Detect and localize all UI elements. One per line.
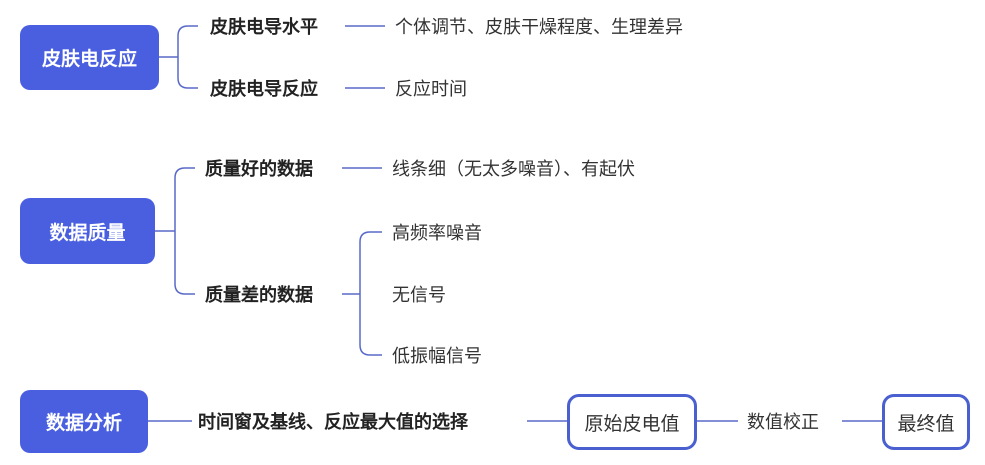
root-node-data-quality[interactable]: 数据质量 — [20, 198, 155, 264]
root-node-skin-response[interactable]: 皮肤电反应 — [20, 25, 159, 90]
leaf-response-time[interactable]: 反应时间 — [395, 79, 467, 100]
leaf-low-amplitude-signal[interactable]: 低振幅信号 — [392, 346, 482, 367]
node-raw-eda-value[interactable]: 原始皮电值 — [567, 394, 697, 450]
node-good-data[interactable]: 质量好的数据 — [205, 159, 313, 180]
root-node-data-analysis[interactable]: 数据分析 — [20, 390, 148, 453]
node-value-correction[interactable]: 数值校正 — [747, 412, 819, 433]
node-bad-data[interactable]: 质量差的数据 — [205, 285, 313, 306]
leaf-good-data-desc[interactable]: 线条细（无太多噪音）、有起伏 — [392, 159, 635, 180]
node-skin-conductance-level[interactable]: 皮肤电导水平 — [210, 17, 318, 38]
node-time-window-selection[interactable]: 时间窗及基线、反应最大值的选择 — [198, 412, 468, 433]
leaf-high-frequency-noise[interactable]: 高频率噪音 — [392, 223, 482, 244]
node-skin-conductance-response[interactable]: 皮肤电导反应 — [210, 79, 318, 100]
leaf-scl-factors[interactable]: 个体调节、皮肤干燥程度、生理差异 — [395, 17, 683, 38]
leaf-no-signal[interactable]: 无信号 — [392, 285, 446, 306]
node-final-value[interactable]: 最终值 — [882, 394, 970, 450]
